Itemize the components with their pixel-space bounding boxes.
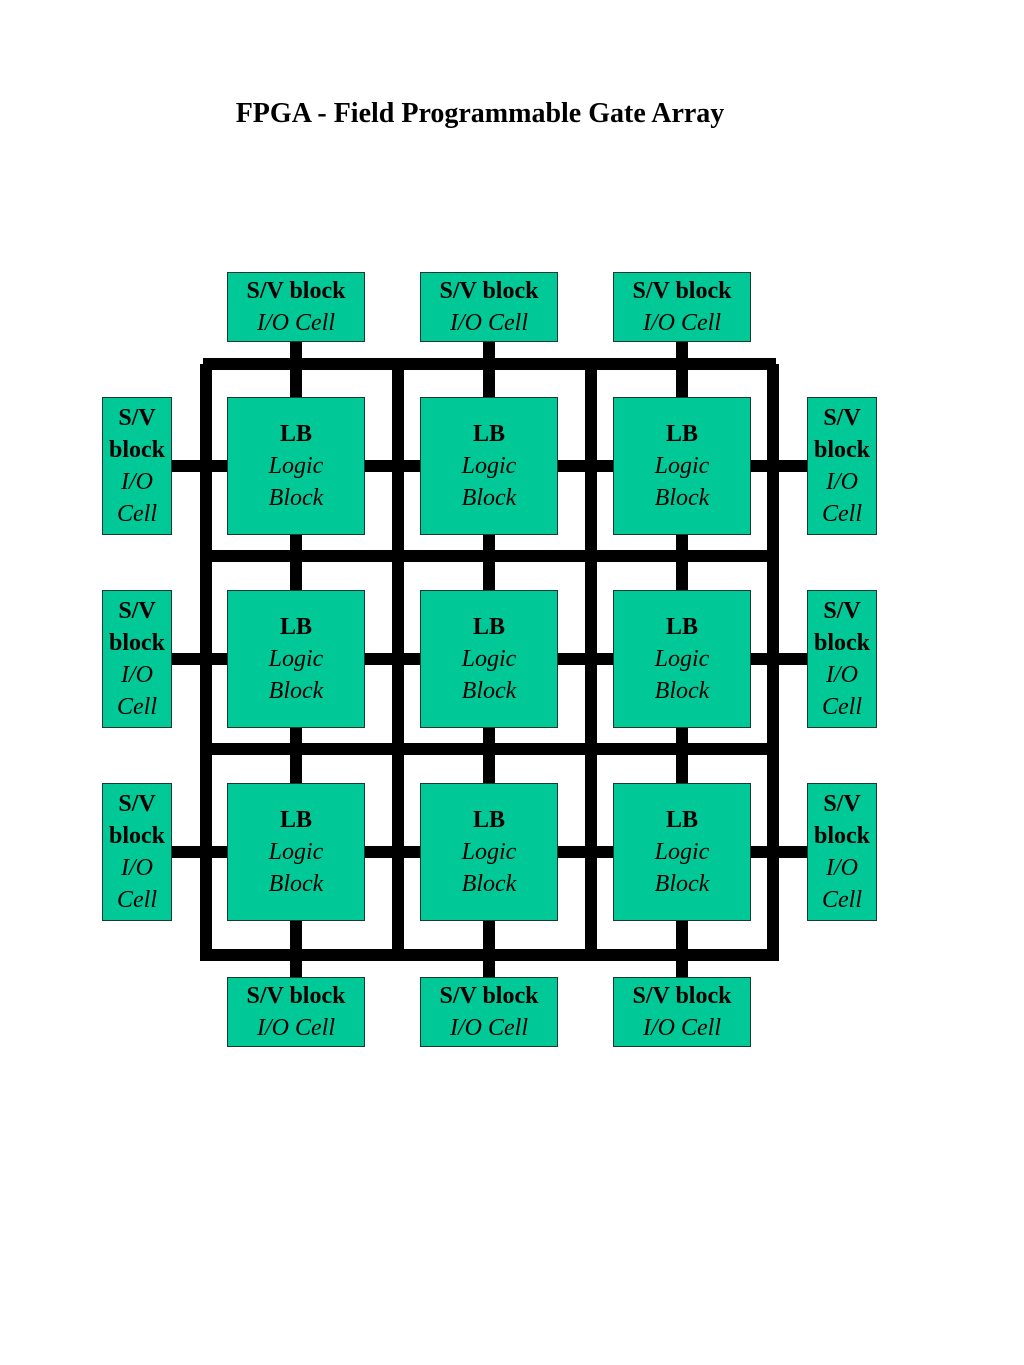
block-label: block: [813, 823, 870, 849]
block-label: S/V: [823, 791, 861, 817]
block-label: I/O: [826, 662, 858, 688]
block-label: S/V: [118, 598, 156, 624]
block-label: Logic: [268, 646, 324, 672]
block-label: Block: [268, 678, 324, 704]
block-label: S/V block: [632, 983, 732, 1009]
block-label: Logic: [461, 839, 517, 865]
block-label: S/V block: [246, 983, 346, 1009]
block-label: block: [108, 823, 165, 849]
block-label: LB: [665, 421, 698, 447]
block-label: block: [813, 437, 870, 463]
block-label: S/V block: [439, 278, 539, 304]
block-label: Cell: [117, 694, 157, 720]
block-label: block: [813, 630, 870, 656]
block-label: S/V block: [439, 983, 539, 1009]
block-label: S/V: [118, 405, 156, 431]
block-label: LB: [472, 614, 505, 640]
block-label: I/O Cell: [643, 310, 721, 336]
block-label: Logic: [268, 839, 324, 865]
block-label: S/V: [823, 405, 861, 431]
block-label: LB: [279, 421, 312, 447]
block-label: block: [108, 437, 165, 463]
block-label: I/O: [826, 855, 858, 881]
block-label: S/V: [118, 791, 156, 817]
block-label: Block: [461, 678, 517, 704]
block-label: S/V: [823, 598, 861, 624]
block-label: Logic: [268, 453, 324, 479]
block-label: Logic: [654, 453, 710, 479]
block-label: I/O: [121, 662, 153, 688]
block-label: I/O Cell: [450, 1015, 528, 1041]
page-title: FPGA - Field Programmable Gate Array: [235, 98, 725, 129]
block-label: I/O Cell: [257, 1015, 335, 1041]
block-label: Block: [654, 485, 710, 511]
block-label: block: [108, 630, 165, 656]
block-label: Logic: [654, 646, 710, 672]
block-label: LB: [665, 807, 698, 833]
block-label: LB: [279, 807, 312, 833]
block-label: I/O: [121, 855, 153, 881]
block-label: I/O: [121, 469, 153, 495]
block-label: LB: [279, 614, 312, 640]
block-label: LB: [665, 614, 698, 640]
block-label: Block: [654, 871, 710, 897]
block-label: Block: [268, 485, 324, 511]
block-label: Logic: [461, 453, 517, 479]
block-label: Cell: [117, 501, 157, 527]
block-label: Cell: [822, 501, 862, 527]
block-label: I/O Cell: [450, 310, 528, 336]
block-label: Cell: [117, 887, 157, 913]
block-label: Cell: [822, 887, 862, 913]
block-label: Cell: [822, 694, 862, 720]
block-label: Block: [461, 485, 517, 511]
block-label: LB: [472, 807, 505, 833]
block-label: S/V block: [246, 278, 346, 304]
block-label: Block: [654, 678, 710, 704]
block-label: I/O Cell: [643, 1015, 721, 1041]
block-label: Logic: [654, 839, 710, 865]
block-label: I/O Cell: [257, 310, 335, 336]
block-label: Logic: [461, 646, 517, 672]
block-label: LB: [472, 421, 505, 447]
block-label: S/V block: [632, 278, 732, 304]
block-label: Block: [268, 871, 324, 897]
block-label: Block: [461, 871, 517, 897]
block-label: I/O: [826, 469, 858, 495]
